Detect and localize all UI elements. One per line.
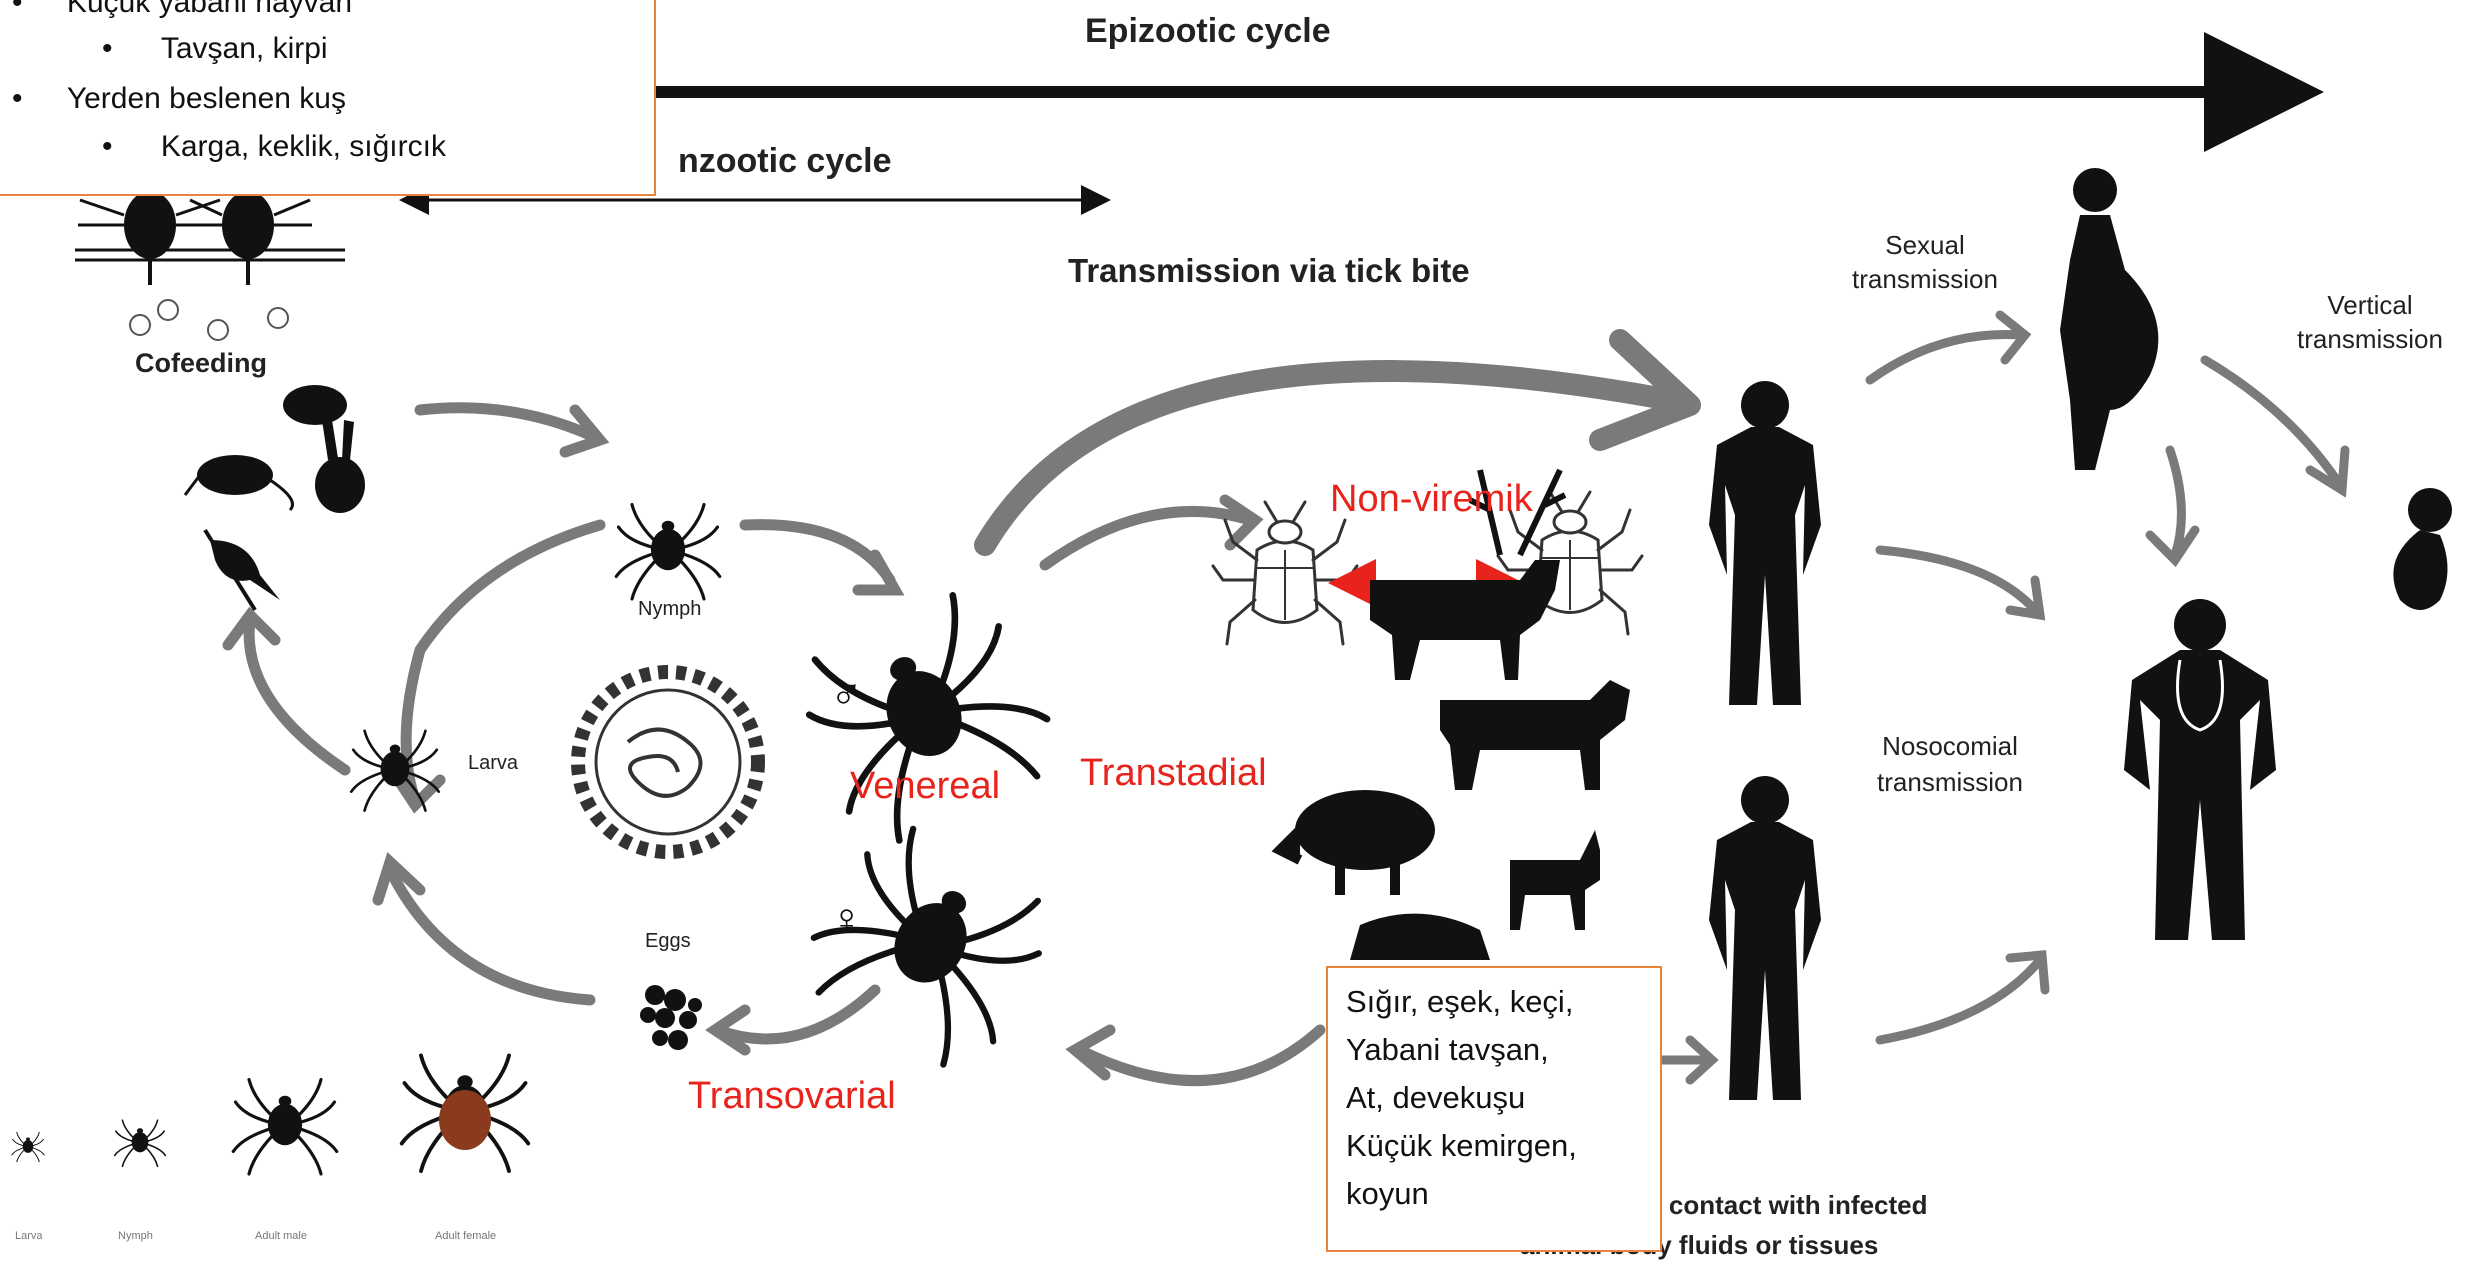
life-cycle-arrows xyxy=(228,408,1320,1081)
tick-bite-label: Transmission via tick bite xyxy=(1068,252,1470,290)
hosts-line-3: At, devekuşu xyxy=(1346,1074,1660,1122)
hosts-line-1: Sığır, eşek, keçi, xyxy=(1346,978,1660,1026)
pregnant-woman-silhouette xyxy=(2060,168,2158,470)
hosts-line-4: Küçük kemirgen, xyxy=(1346,1122,1660,1170)
eggs-cluster xyxy=(640,985,702,1050)
hosts-line-5: koyun xyxy=(1346,1170,1660,1218)
larva-label: Larva xyxy=(468,752,518,775)
female-tick xyxy=(791,813,1065,1080)
eggs-label: Eggs xyxy=(645,930,691,953)
caption-adult-male: Adult male xyxy=(255,1230,307,1242)
male-symbol: ♂ xyxy=(830,670,863,720)
box-item-2: • Tavşan, kirpi xyxy=(102,32,328,66)
male-tick xyxy=(785,581,1067,854)
non-viremik-label: Non-viremik xyxy=(1330,478,1533,521)
cofeeding-label: Cofeeding xyxy=(135,348,267,379)
small-hosts-box: • Küçük yabani hayvan • Tavşan, kirpi • … xyxy=(0,0,656,196)
cofeeding-illustration xyxy=(75,191,345,340)
virus-illustration xyxy=(578,672,758,852)
box-item-4: • Karga, keklik, sığırcık xyxy=(102,130,446,164)
hosts-line-2: Yabani tavşan, xyxy=(1346,1026,1660,1074)
nymph-label: Nymph xyxy=(638,598,701,621)
baby-silhouette xyxy=(2393,488,2452,610)
man-silhouette-bottom xyxy=(1709,776,1821,1100)
epizootic-cycle-label: Epizootic cycle xyxy=(1085,12,1331,51)
caption-larva: Larva xyxy=(15,1230,43,1242)
enzootic-cycle-label: nzootic cycle xyxy=(678,142,892,181)
box-item-3: • Yerden beslenen kuş xyxy=(12,82,346,116)
livestock-hosts-box: Sığır, eşek, keçi, Yabani tavşan, At, de… xyxy=(1326,966,1662,1252)
venereal-label: Venereal xyxy=(850,765,1000,808)
transovarial-label: Transovarial xyxy=(688,1075,896,1118)
bottom-tick-row xyxy=(12,1056,528,1175)
female-symbol: ♀ xyxy=(830,895,863,945)
nymph-tick xyxy=(616,505,720,600)
box-item-1: • Küçük yabani hayvan xyxy=(12,0,352,20)
contact-transmission-line1: ia contact with infected xyxy=(1640,1190,1928,1221)
beetle-left xyxy=(1213,502,1357,644)
small-animals-silhouettes xyxy=(185,385,365,610)
transtadial-label: Transtadial xyxy=(1080,752,1267,795)
caption-nymph: Nymph xyxy=(118,1230,153,1242)
man-silhouette-top xyxy=(1709,381,1821,705)
doctor-silhouette xyxy=(2124,599,2276,940)
caption-adult-female: Adult female xyxy=(435,1230,496,1242)
